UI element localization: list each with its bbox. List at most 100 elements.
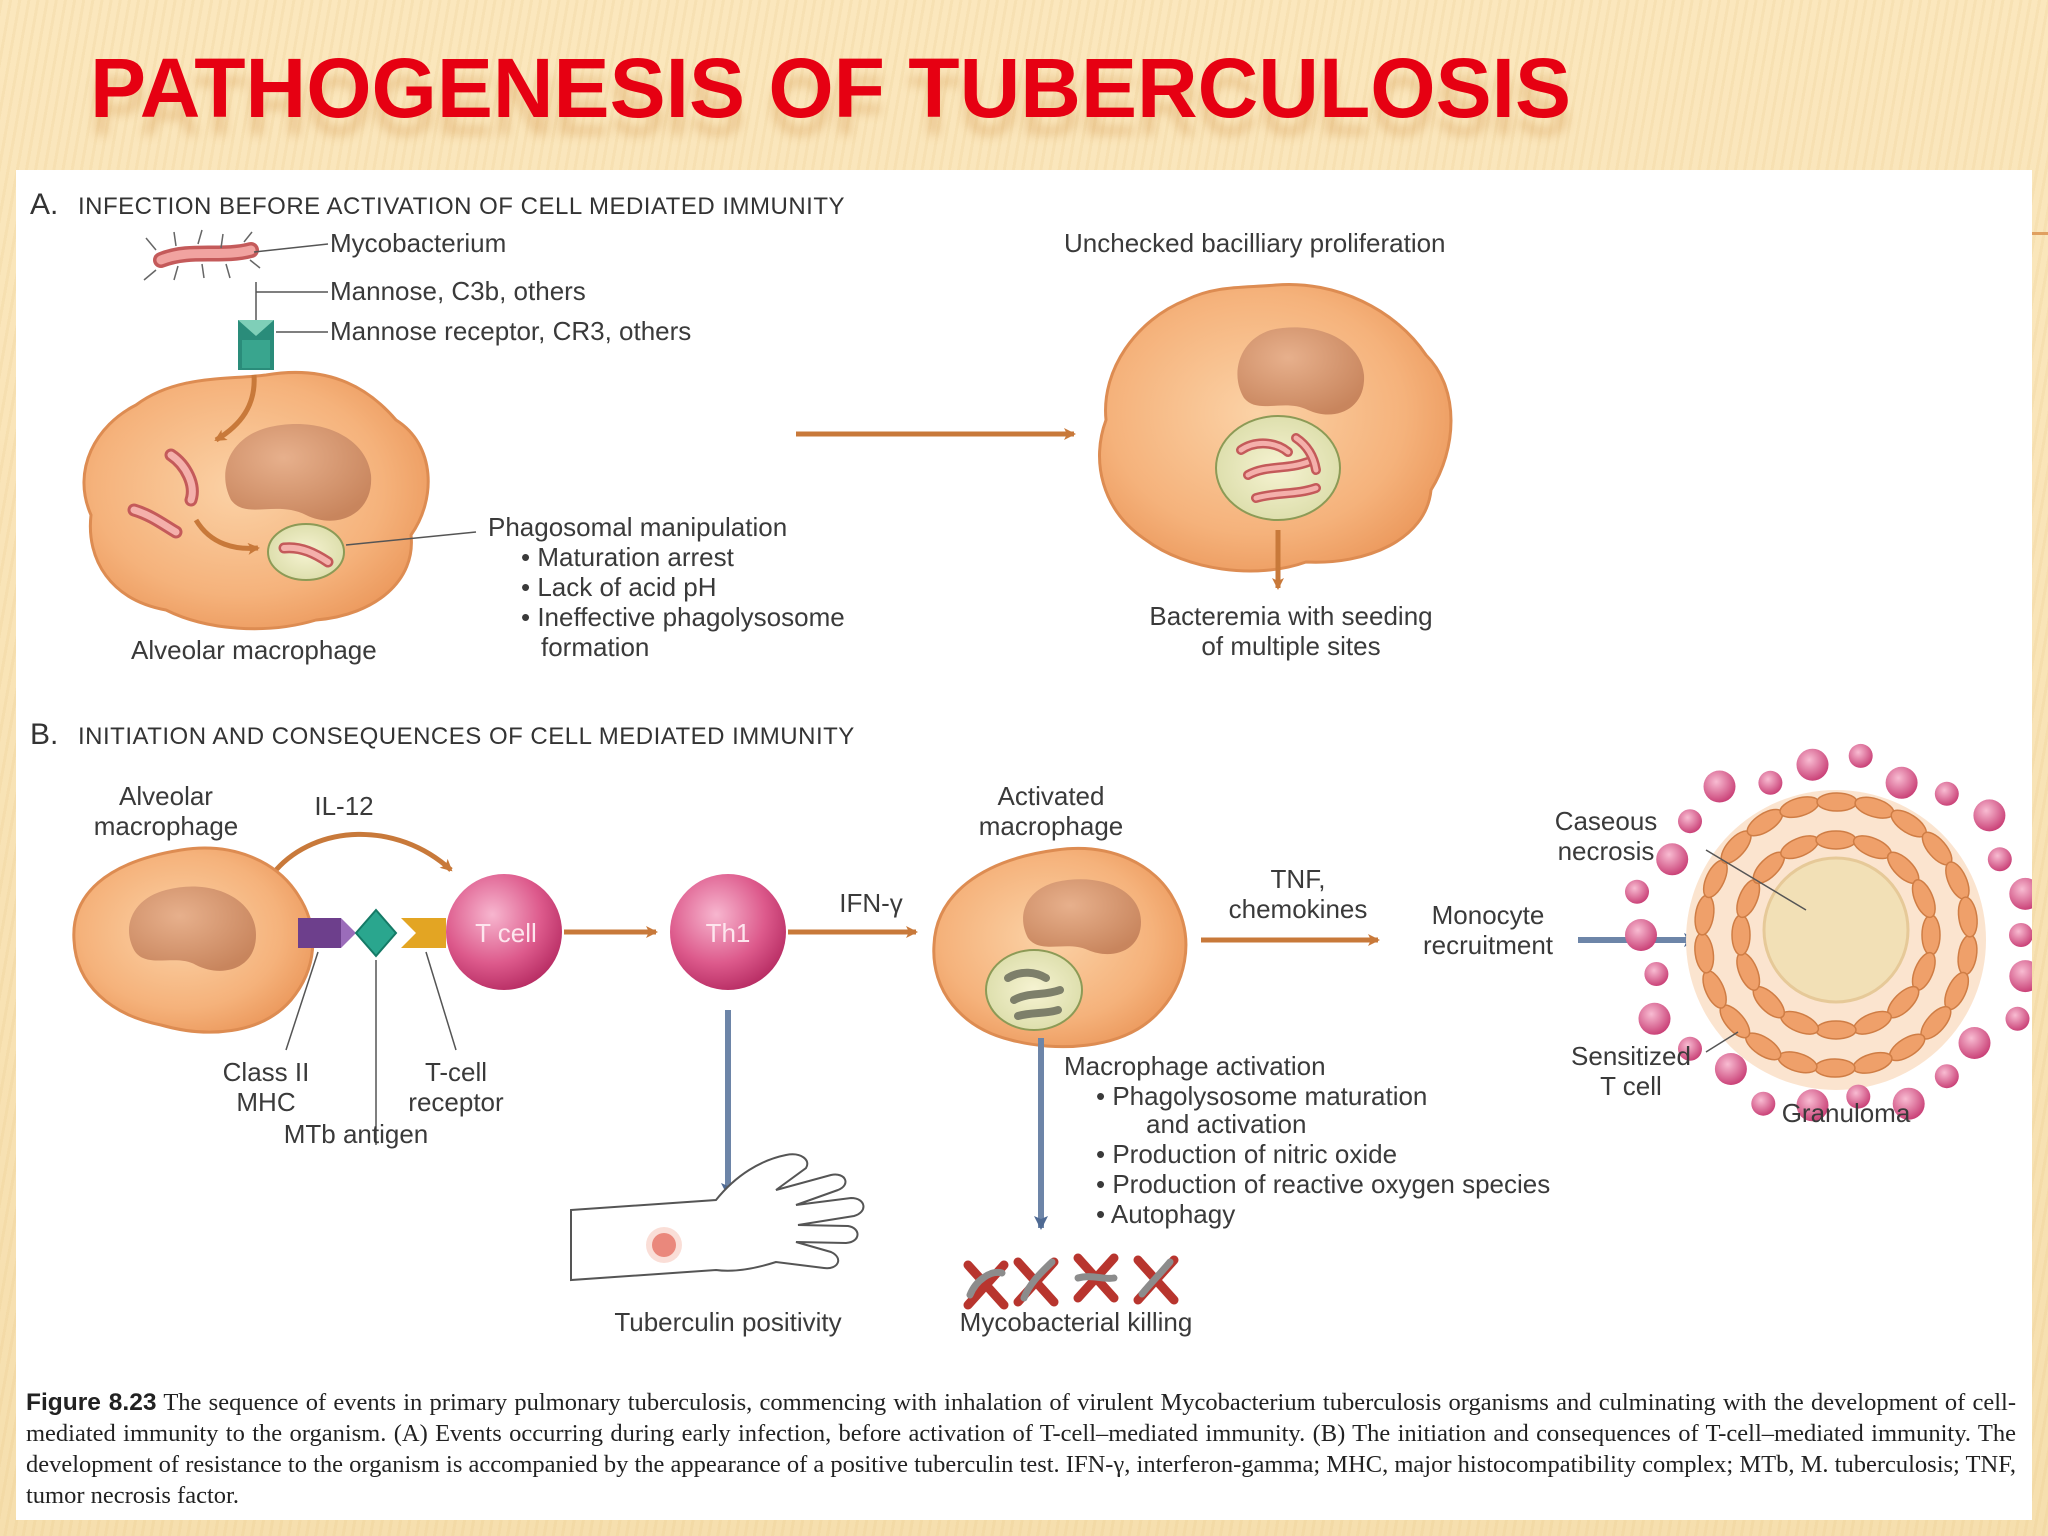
- sensitized-t-cell: [1656, 843, 1689, 876]
- leader-line: [425, 951, 457, 1051]
- label-sensitized-1: Sensitized: [1571, 1041, 1691, 1071]
- label-tnf-1: TNF,: [1271, 864, 1326, 894]
- label-phagosomal-title: Phagosomal manipulation: [488, 512, 787, 542]
- sensitized-t-cell: [1714, 1053, 1747, 1085]
- sensitized-t-cell: [1973, 799, 2006, 832]
- caption-text: The sequence of events in primary pulmon…: [26, 1389, 2017, 1509]
- sensitized-t-cell: [1751, 1091, 1776, 1116]
- proliferating-macrophage: [1098, 282, 1453, 573]
- epithelioid-cell: [1815, 1020, 1857, 1040]
- activated-macrophage: [932, 846, 1188, 1049]
- sensitized-t-cell: [2009, 960, 2032, 993]
- label-killing: Mycobacterial killing: [960, 1307, 1193, 1337]
- label-class2-2: MHC: [236, 1087, 295, 1117]
- mycobacterium-icon: [143, 229, 261, 281]
- section-b-heading: INITIATION AND CONSEQUENCES OF CELL MEDI…: [78, 723, 855, 750]
- mhc-antigen-tcr-complex: [298, 908, 446, 958]
- arrow-il12: [274, 831, 453, 872]
- epithelioid-cell: [1911, 879, 1936, 919]
- sensitized-t-cell: [1987, 847, 2012, 872]
- label-th1: Th1: [706, 918, 751, 948]
- label-caseous-2: necrosis: [1558, 836, 1655, 866]
- slide-title: PATHOGENESIS OF TUBERCULOSIS: [90, 41, 1571, 135]
- label-il12: IL-12: [314, 791, 373, 821]
- label-unchecked-proliferation: Unchecked bacilliary proliferation: [1064, 228, 1446, 258]
- label-activated-1: Activated: [998, 781, 1105, 811]
- phagosomal-item-4: formation: [541, 632, 649, 662]
- sensitized-t-cell: [1934, 1064, 1959, 1089]
- sensitized-t-cell: [1703, 770, 1736, 803]
- activation-item-2: and activation: [1146, 1109, 1306, 1139]
- activation-item-1: • Phagolysosome maturation: [1096, 1081, 1427, 1111]
- label-mannose-c3b: Mannose, C3b, others: [330, 276, 586, 306]
- label-mycobacterium: Mycobacterium: [330, 228, 506, 258]
- epithelioid-cell: [1815, 830, 1857, 850]
- phagosomal-item-3: • Ineffective phagolysosome: [521, 602, 845, 632]
- sensitized-t-cell: [1644, 962, 1669, 986]
- label-ifn-gamma: IFN-γ: [839, 888, 903, 918]
- th1-cell: [670, 874, 786, 990]
- label-tcell: T cell: [475, 918, 537, 948]
- sensitized-t-cell: [1796, 748, 1829, 781]
- epithelioid-cell: [1814, 1058, 1856, 1078]
- label-tuberculin: Tuberculin positivity: [614, 1307, 841, 1337]
- label-alveolar-macrophage-a: Alveolar macrophage: [131, 635, 377, 665]
- section-a-heading: INFECTION BEFORE ACTIVATION OF CELL MEDI…: [78, 193, 845, 220]
- activation-item-3: • Production of nitric oxide: [1096, 1139, 1397, 1169]
- sensitized-t-cell: [1892, 1087, 1925, 1120]
- label-bacteremia-2: of multiple sites: [1201, 631, 1380, 661]
- label-alveolar-b-2: macrophage: [94, 811, 239, 841]
- alveolar-macrophage-b: [72, 846, 315, 1034]
- sensitized-t-cell: [1678, 1036, 1702, 1061]
- sensitized-t-cell: [1958, 1027, 1991, 1059]
- sensitized-t-cell: [1625, 919, 1657, 951]
- label-mtb-antigen: MTb antigen: [284, 1119, 429, 1149]
- epithelioid-cell: [1816, 792, 1858, 812]
- label-tnf-2: chemokines: [1229, 894, 1368, 924]
- sensitized-t-cell: [2009, 877, 2032, 910]
- figure-panel: A. INFECTION BEFORE ACTIVATION OF CELL M…: [16, 170, 2032, 1520]
- sensitized-t-cell: [2009, 923, 2032, 947]
- activation-item-4: • Production of reactive oxygen species: [1096, 1169, 1550, 1199]
- epithelioid-cell: [1731, 914, 1751, 956]
- sensitized-t-cell: [1678, 809, 1702, 834]
- alveolar-macrophage-a: [82, 370, 430, 631]
- label-tcr-2: receptor: [408, 1087, 504, 1117]
- leader-line: [253, 243, 329, 253]
- section-a-letter: A.: [30, 188, 58, 221]
- label-sensitized-2: T cell: [1600, 1071, 1662, 1101]
- accent-line: [2030, 232, 2048, 235]
- epithelioid-cell: [1957, 896, 1978, 938]
- label-monocyte-2: recruitment: [1423, 930, 1554, 960]
- receptor-icon: [238, 320, 274, 370]
- leader-line: [1705, 849, 1807, 911]
- label-monocyte-1: Monocyte: [1432, 900, 1545, 930]
- figure-caption: Figure 8.23 The sequence of events in pr…: [26, 1387, 2016, 1511]
- phagosomal-item-2: • Lack of acid pH: [521, 572, 717, 602]
- granuloma: [1625, 743, 2032, 1122]
- label-activation-title: Macrophage activation: [1064, 1051, 1326, 1081]
- sensitized-t-cell: [1625, 879, 1649, 904]
- label-granuloma: Granuloma: [1782, 1098, 1911, 1128]
- label-mannose-receptor: Mannose receptor, CR3, others: [330, 316, 691, 346]
- sensitized-t-cell: [1846, 1084, 1871, 1109]
- killed-bacteria-icon: [963, 1253, 1179, 1310]
- hand-arm-icon: [570, 1153, 865, 1282]
- sensitized-t-cell: [2005, 1006, 2030, 1031]
- section-b-letter: B.: [30, 718, 58, 751]
- phagosomal-item-1: • Maturation arrest: [521, 542, 735, 572]
- sensitized-t-cell: [1758, 770, 1783, 795]
- label-bacteremia-1: Bacteremia with seeding: [1149, 601, 1432, 631]
- t-cell: [446, 874, 562, 990]
- figure-label: Figure 8.23: [26, 1389, 157, 1416]
- sensitized-t-cell: [1885, 766, 1918, 799]
- leader-line: [1705, 1031, 1739, 1053]
- activation-item-5: • Autophagy: [1096, 1199, 1235, 1229]
- pathogenesis-diagram: A. INFECTION BEFORE ACTIVATION OF CELL M…: [30, 188, 2032, 1337]
- label-class2-1: Class II: [223, 1057, 310, 1087]
- sensitized-t-cell: [1934, 781, 1959, 806]
- leader-line: [345, 531, 477, 546]
- label-tcr-1: T-cell: [425, 1057, 487, 1087]
- leader-line: [285, 951, 319, 1051]
- epithelioid-cell: [1921, 914, 1941, 956]
